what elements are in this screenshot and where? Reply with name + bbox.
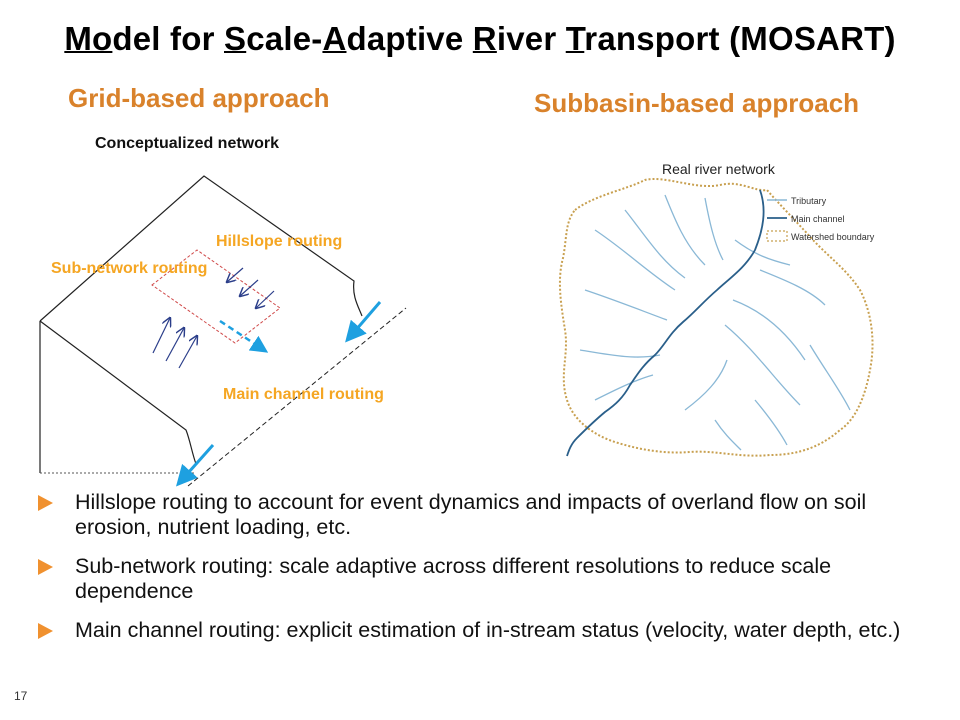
bullet-item: Main channel routing: explicit estimatio… [38, 618, 918, 643]
title-segment: Mo [64, 20, 113, 57]
map-legend: Tributary Main channel Watershed boundar… [766, 196, 875, 242]
tributaries [579, 194, 851, 451]
page-number: 17 [14, 689, 28, 703]
page-title: Model for Scale-Adaptive River Transport… [0, 20, 960, 58]
main-channel-routing-label: Main channel routing [223, 386, 384, 403]
title-segment: ransport (MOSART) [584, 20, 896, 57]
title-segment: daptive [346, 20, 473, 57]
map-title: Real river network [662, 161, 776, 177]
bullet-item: Hillslope routing to account for event d… [38, 490, 918, 540]
grid-approach-heading: Grid-based approach [68, 83, 330, 113]
bullet-text: Main channel routing: explicit estimatio… [75, 618, 901, 642]
bullet-list: Hillslope routing to account for event d… [38, 490, 918, 657]
subnetwork-routing-label: Sub-network routing [51, 260, 208, 277]
title-segment: cale- [246, 20, 323, 57]
conceptualized-network-caption: Conceptualized network [95, 135, 280, 152]
title-segment: iver [496, 20, 566, 57]
title-segment: del for [112, 20, 224, 57]
triangle-bullet-icon [38, 495, 53, 511]
hillslope-arrows [227, 267, 275, 308]
hillslope-routing-label: Hillslope routing [216, 233, 343, 250]
conceptual-grid-diagram [39, 175, 407, 487]
bullet-text: Sub-network routing: scale adaptive acro… [75, 554, 832, 603]
channel-dashed-line [187, 307, 407, 487]
legend-main-channel-label: Main channel [791, 214, 845, 224]
bullet-text: Hillslope routing to account for event d… [75, 490, 867, 539]
title-segment: R [472, 20, 497, 57]
legend-tributary-label: Tributary [791, 196, 827, 206]
subnetwork-arrows [152, 318, 197, 369]
legend-boundary-swatch [766, 230, 788, 242]
real-river-network-map: Real river network Tributary Main channe… [558, 161, 875, 457]
subbasin-approach-heading: Subbasin-based approach [534, 88, 860, 118]
main-channel-outflow-arrow [176, 444, 215, 487]
main-channel-inflow-arrow [345, 301, 382, 343]
title-segment: S [224, 20, 247, 57]
triangle-bullet-icon [38, 623, 53, 639]
title-segment: A [322, 20, 347, 57]
grid-cell-outline [39, 175, 363, 473]
triangle-bullet-icon [38, 559, 53, 575]
bullet-item: Sub-network routing: scale adaptive acro… [38, 554, 918, 604]
legend-boundary-label: Watershed boundary [791, 232, 875, 242]
title-segment: T [565, 20, 585, 57]
main-channel [566, 189, 765, 457]
subnetwork-flow-arrow [219, 319, 269, 353]
